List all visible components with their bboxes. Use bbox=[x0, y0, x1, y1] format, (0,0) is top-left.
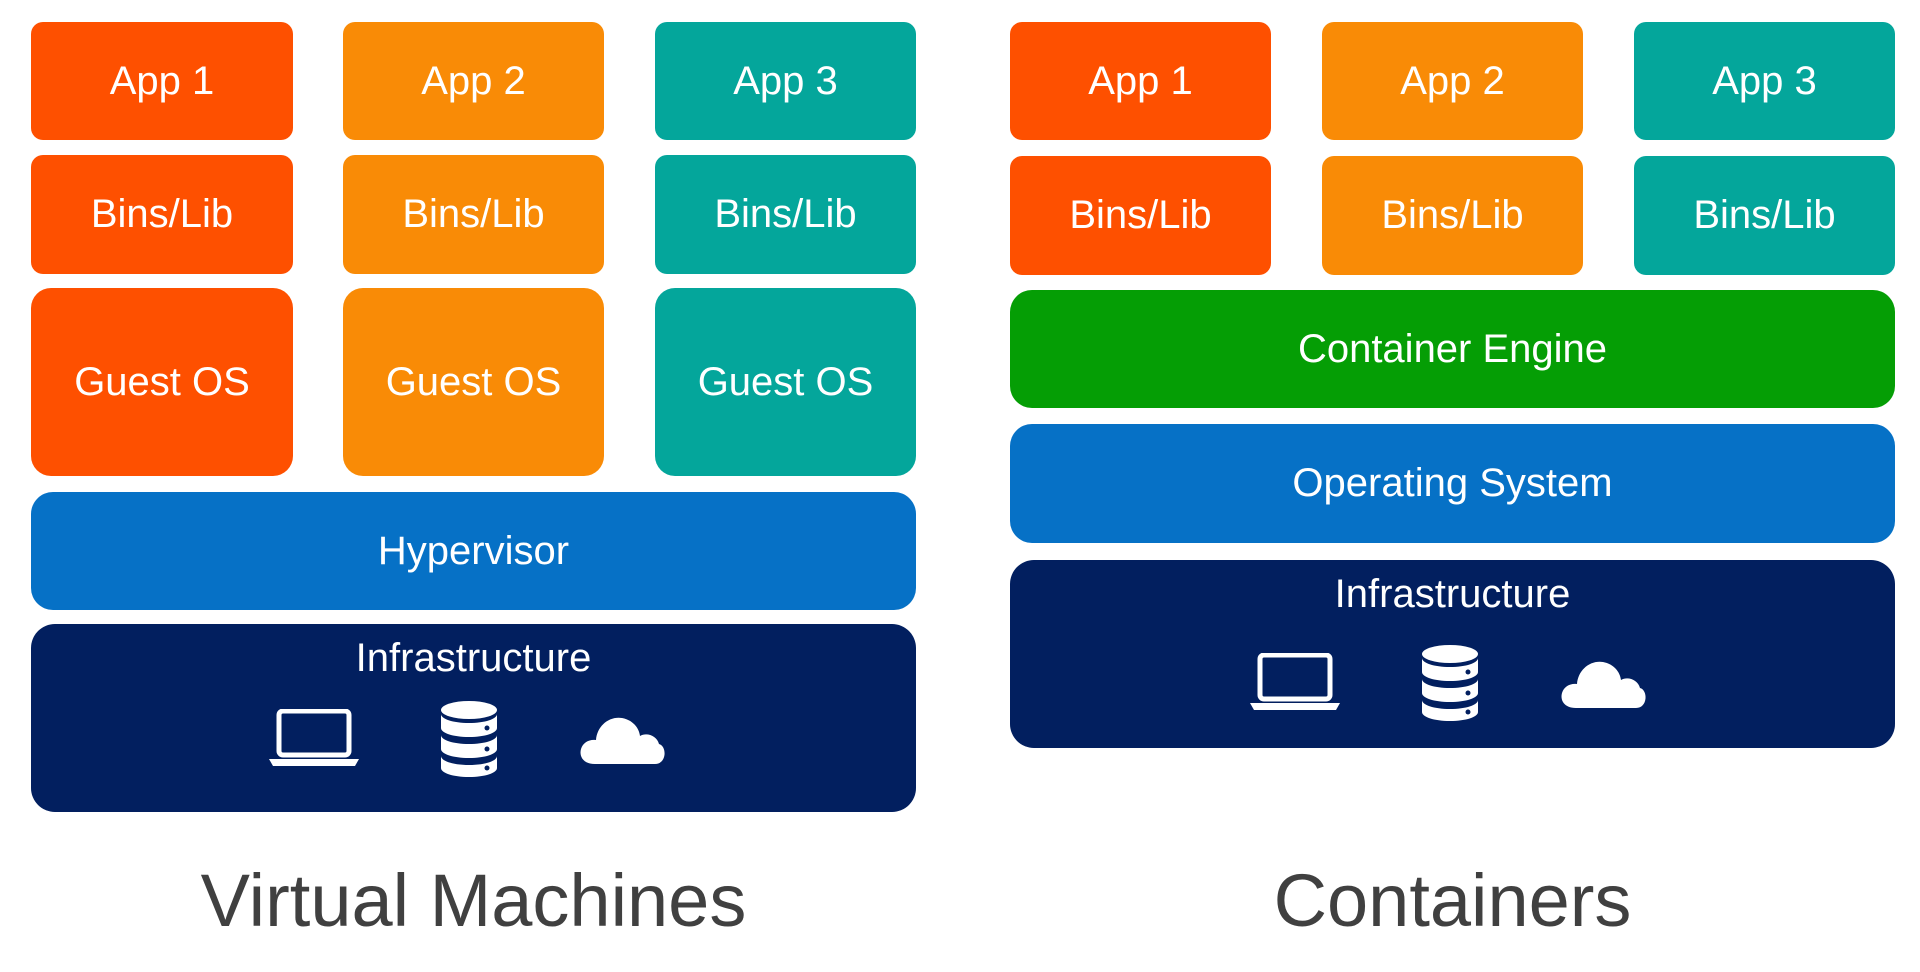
container-engine: Container Engine bbox=[1010, 290, 1895, 408]
cloud-icon bbox=[580, 717, 665, 764]
vm-app-2: App 2 bbox=[343, 22, 604, 140]
database-icon bbox=[441, 701, 497, 777]
cloud-icon bbox=[1561, 661, 1646, 708]
vm-bins-lib-1: Bins/Lib bbox=[31, 155, 293, 274]
containers-app-3: App 3 bbox=[1634, 22, 1895, 140]
vm-infrastructure-label: Infrastructure bbox=[355, 636, 592, 680]
database-icon bbox=[1422, 645, 1478, 721]
containers-bins-lib-3: Bins/Lib bbox=[1634, 156, 1895, 275]
operating-system: Operating System bbox=[1010, 424, 1895, 543]
vm-caption: Virtual Machines bbox=[200, 859, 747, 942]
containers-infrastructure: Infrastructure bbox=[1010, 560, 1895, 748]
vm-guest-os-3: Guest OS bbox=[655, 288, 916, 476]
containers-app-1: App 1 bbox=[1010, 22, 1271, 140]
vm-bins-lib-2: Bins/Lib bbox=[343, 155, 604, 274]
laptop-icon bbox=[1250, 653, 1340, 710]
containers-bins-lib-2: Bins/Lib bbox=[1322, 156, 1583, 275]
vm-infrastructure: Infrastructure bbox=[31, 624, 916, 812]
containers-app-2: App 2 bbox=[1322, 22, 1583, 140]
containers-bins-lib-1: Bins/Lib bbox=[1010, 156, 1271, 275]
containers-infrastructure-label: Infrastructure bbox=[1334, 572, 1571, 616]
vm-app-3: App 3 bbox=[655, 22, 916, 140]
vm-guest-os-1: Guest OS bbox=[31, 288, 293, 476]
laptop-icon bbox=[269, 709, 359, 766]
containers-caption: Containers bbox=[1273, 859, 1632, 942]
vm-hypervisor: Hypervisor bbox=[31, 492, 916, 610]
vm-bins-lib-3: Bins/Lib bbox=[655, 155, 916, 274]
vm-app-1: App 1 bbox=[31, 22, 293, 140]
vm-guest-os-2: Guest OS bbox=[343, 288, 604, 476]
